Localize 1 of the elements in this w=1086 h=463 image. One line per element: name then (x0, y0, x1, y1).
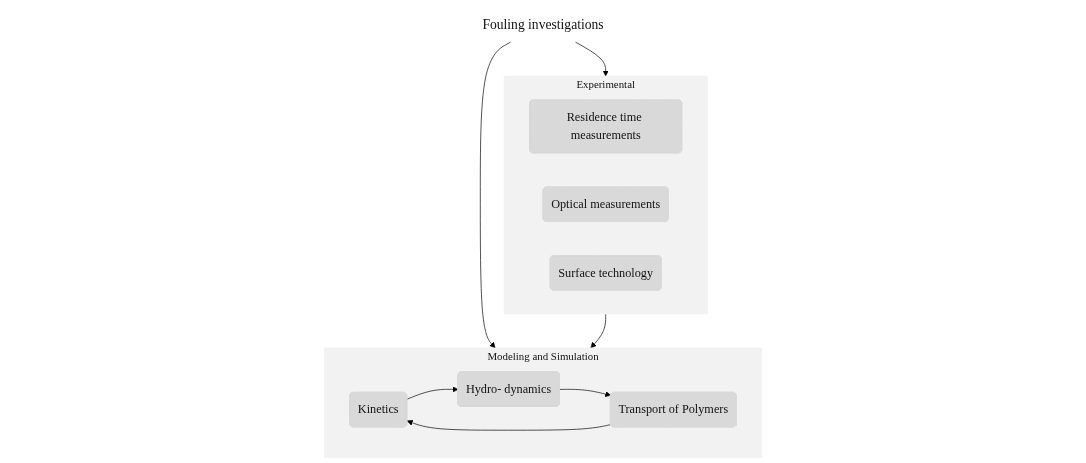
node-text: Fouling investigations (482, 16, 604, 32)
